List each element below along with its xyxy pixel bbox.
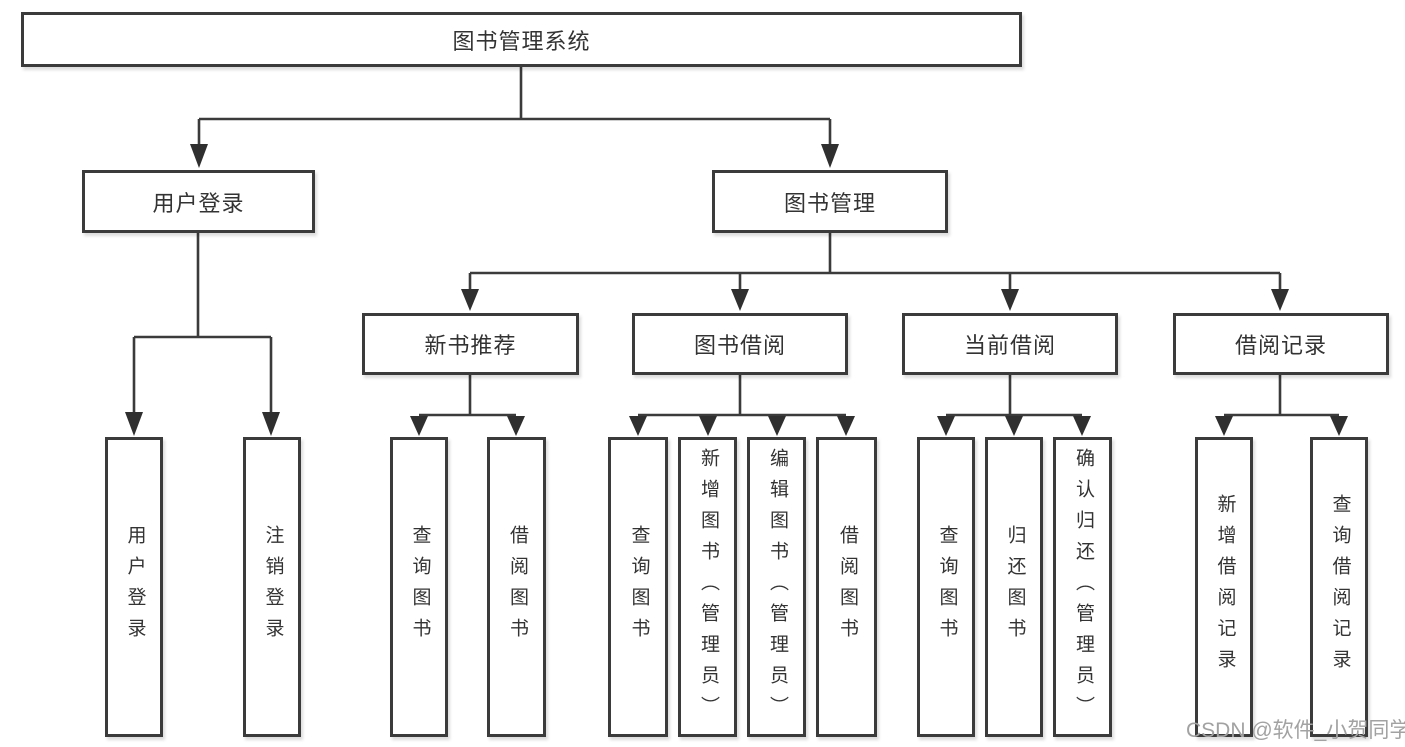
leaf-user-login-label: 用户登录 (124, 525, 146, 649)
node-user-login: 用户登录 (82, 170, 315, 233)
node-new-book-recommend: 新书推荐 (362, 313, 579, 375)
leaf-confirm-return-admin-label: 确认归还（管理员） (1072, 447, 1094, 727)
node-book-management: 图书管理 (712, 170, 948, 233)
leaf-borrow-books: 借阅图书 (816, 437, 877, 737)
leaf-query-books-current-label: 查询图书 (936, 525, 958, 649)
node-book-borrow: 图书借阅 (632, 313, 848, 375)
leaf-add-borrow-record-label: 新增借阅记录 (1214, 494, 1236, 680)
node-borrow-records: 借阅记录 (1173, 313, 1389, 375)
leaf-query-books-recommend: 查询图书 (390, 437, 448, 737)
edge-book-management-children (461, 233, 1289, 311)
leaf-query-books-borrow: 查询图书 (608, 437, 668, 737)
leaf-logout-label: 注销登录 (262, 525, 284, 649)
leaf-borrow-books-recommend-label: 借阅图书 (506, 525, 528, 649)
leaf-user-login: 用户登录 (105, 437, 163, 737)
leaf-add-books-admin: 新增图书（管理员） (678, 437, 737, 737)
node-root: 图书管理系统 (21, 12, 1022, 67)
leaf-query-books-current: 查询图书 (917, 437, 975, 737)
edge-new-book-recommend-children (410, 375, 525, 436)
leaf-query-books-borrow-label: 查询图书 (628, 525, 650, 649)
leaf-edit-books-admin: 编辑图书（管理员） (747, 437, 806, 737)
node-current-borrow: 当前借阅 (902, 313, 1118, 375)
edge-current-borrow-children (937, 375, 1091, 436)
leaf-query-borrow-record-label: 查询借阅记录 (1329, 494, 1351, 680)
leaf-logout: 注销登录 (243, 437, 301, 737)
leaf-borrow-books-label: 借阅图书 (836, 525, 858, 649)
leaf-add-borrow-record: 新增借阅记录 (1195, 437, 1253, 737)
edge-borrow-records-children (1215, 375, 1348, 436)
leaf-add-books-admin-label: 新增图书（管理员） (697, 447, 719, 727)
watermark: CSDN @软件_小贺同学 (1186, 719, 1405, 742)
leaf-return-books: 归还图书 (985, 437, 1043, 737)
leaf-confirm-return-admin: 确认归还（管理员） (1053, 437, 1112, 737)
edge-root-to-level2 (190, 67, 839, 168)
leaf-edit-books-admin-label: 编辑图书（管理员） (766, 447, 788, 727)
leaf-query-borrow-record: 查询借阅记录 (1310, 437, 1368, 737)
leaf-query-books-recommend-label: 查询图书 (409, 525, 431, 649)
leaf-return-books-label: 归还图书 (1004, 525, 1026, 649)
leaf-borrow-books-recommend: 借阅图书 (487, 437, 546, 737)
edge-book-borrow-children (629, 375, 855, 436)
edge-user-login-children (125, 233, 280, 436)
